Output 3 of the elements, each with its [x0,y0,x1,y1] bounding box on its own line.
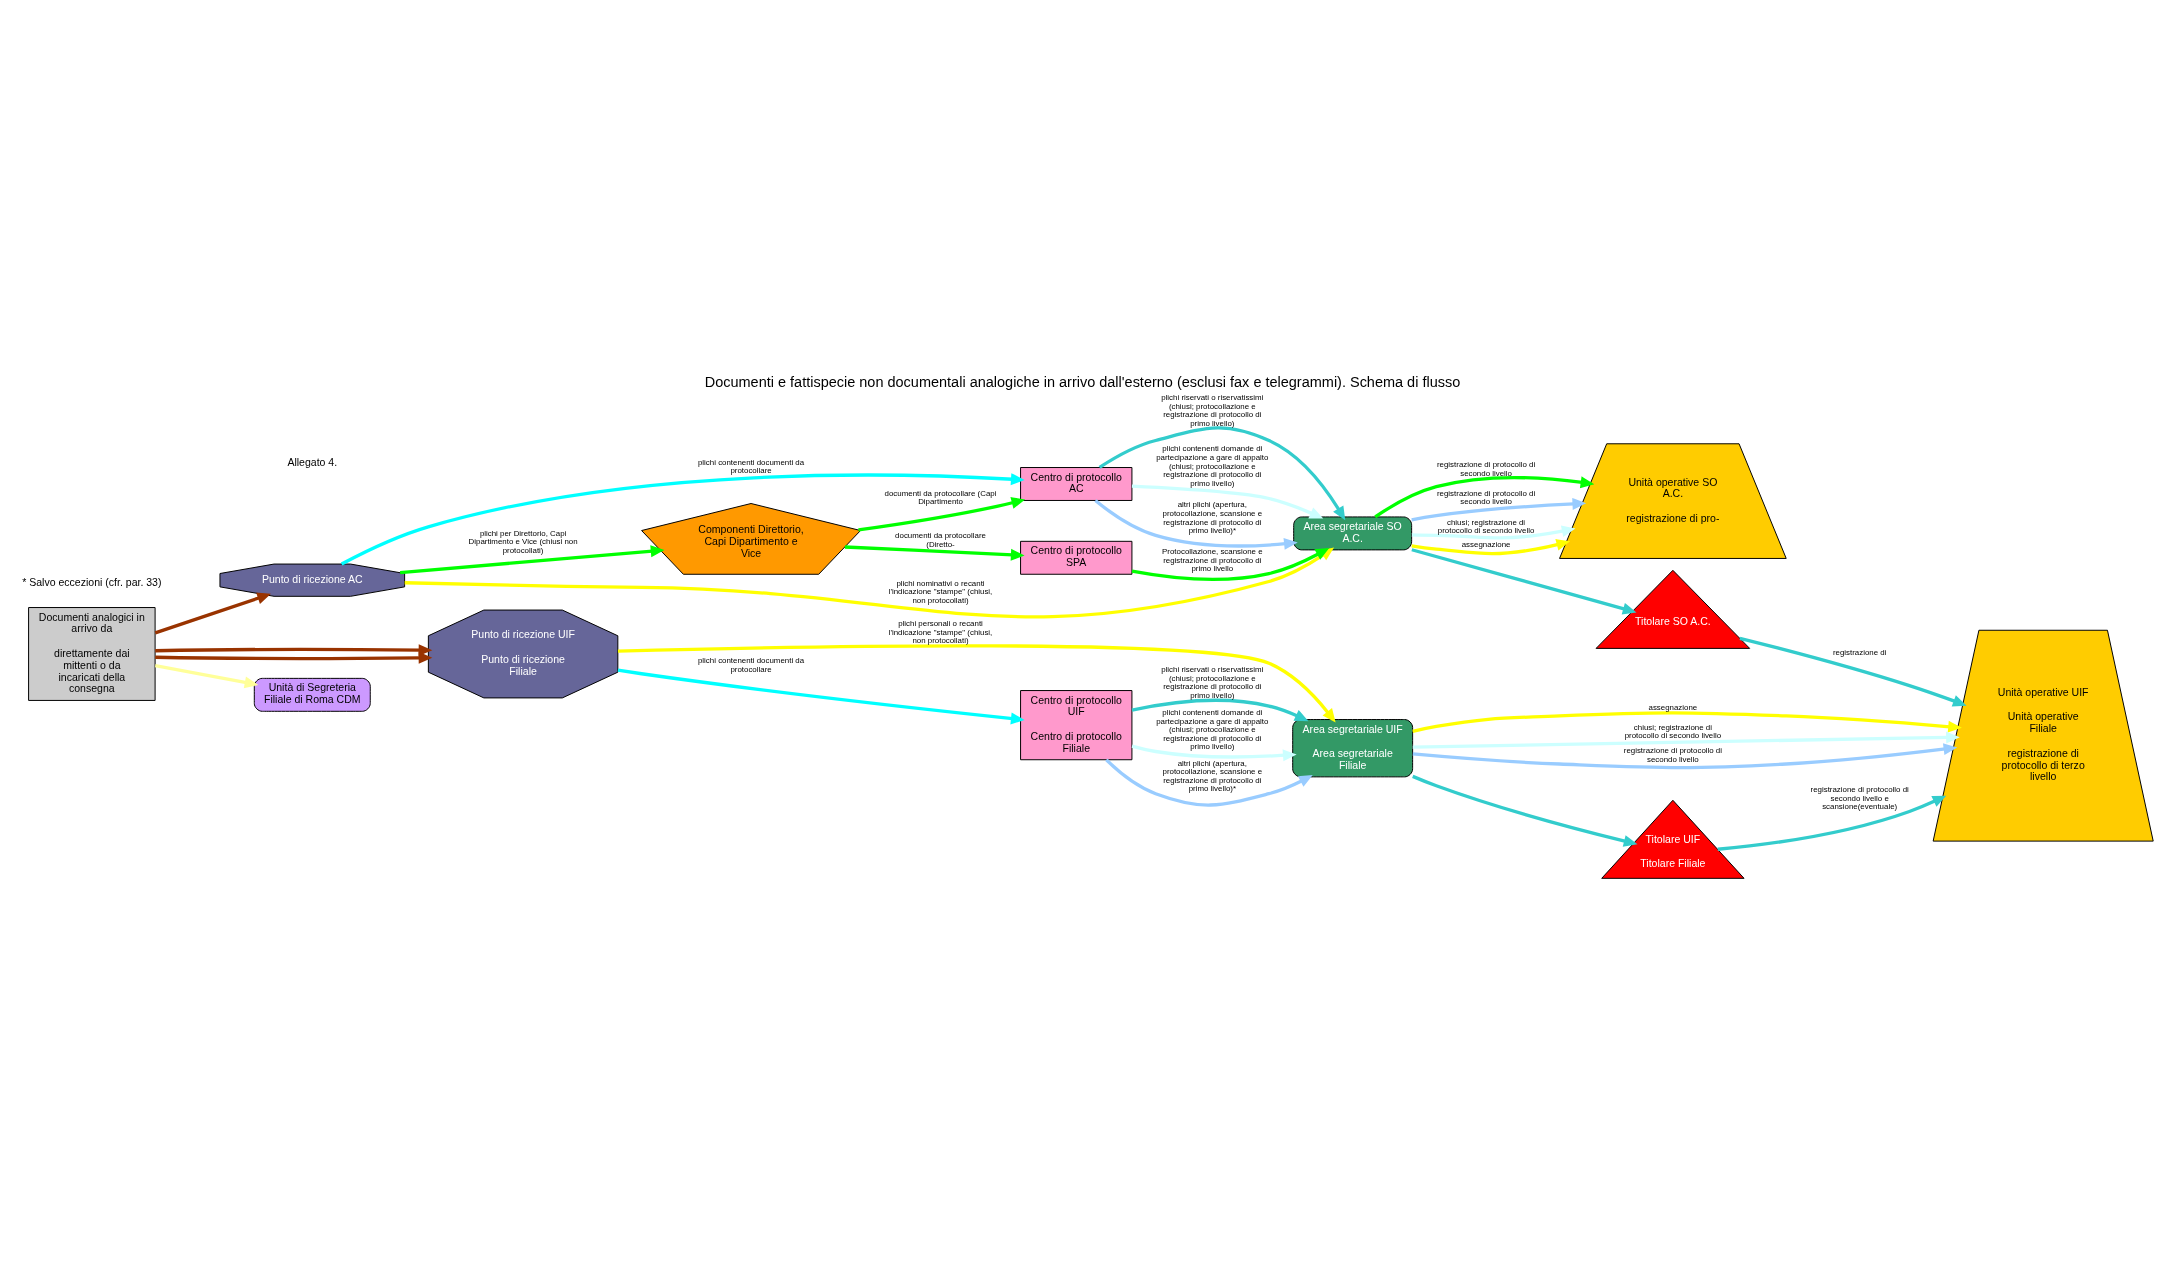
diagram-title: Documenti e fattispecie non documentali analogiche in arrivo dall'esterno (esclusi fax e telegrammi). Schema di flusso [704,373,1461,390]
label: * Salvo eccezioni (cfr. par. 33) [22,575,162,588]
label: Allegato 4. [287,456,338,469]
